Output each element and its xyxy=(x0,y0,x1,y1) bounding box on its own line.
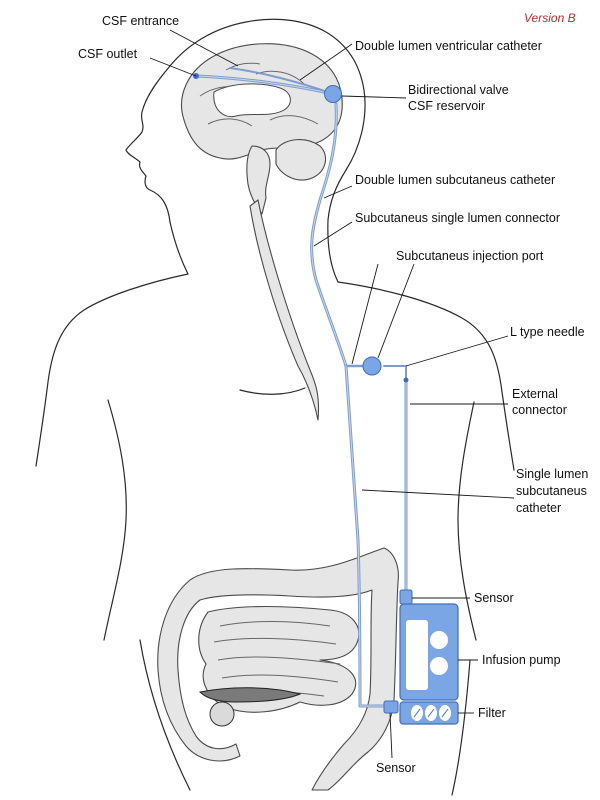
sensor-bottom xyxy=(383,700,399,714)
label-needle: L type needle xyxy=(510,325,585,339)
leader-csf-entrance xyxy=(169,29,239,67)
chest-line xyxy=(239,387,306,395)
version-label: Version B xyxy=(524,11,576,25)
catheter-system xyxy=(193,67,408,708)
spinal-cord xyxy=(249,199,320,421)
large-intestine xyxy=(157,547,399,791)
label-single-lumen-connector: Subcutaneus single lumen connector xyxy=(355,211,560,225)
subcutaneus-catheter-inner xyxy=(311,103,347,367)
label-filter: Filter xyxy=(478,706,506,720)
labels: Version B CSF entrance CSF outlet Double… xyxy=(78,11,588,775)
sensor-top xyxy=(399,589,413,605)
label-csf-outlet: CSF outlet xyxy=(78,47,138,61)
brain-folds xyxy=(199,62,319,127)
label-valve-line1: Bidirectional valve xyxy=(408,83,509,97)
hip-line-left xyxy=(139,639,191,791)
appendix-region xyxy=(209,701,235,727)
brainstem xyxy=(246,145,271,215)
leader-injection-port-1 xyxy=(351,263,379,365)
leader-ventricular-catheter xyxy=(299,43,353,81)
label-external-connector-line1: External xyxy=(512,387,558,401)
right-torso-side xyxy=(457,401,477,641)
single-lumen-catheter-inner xyxy=(345,365,397,707)
ventricular-catheter-entrance xyxy=(229,67,334,95)
leader-single-lumen-connector xyxy=(313,221,353,247)
hip-line-right xyxy=(451,659,471,796)
ventricular-catheter-inner xyxy=(195,75,334,95)
left-shoulder-outline xyxy=(35,273,189,467)
leader-injection-port-2 xyxy=(377,263,415,359)
small-intestine xyxy=(198,605,360,713)
leader-single-lumen xyxy=(361,489,515,499)
label-single-lumen-line1: Single lumen xyxy=(516,467,588,481)
leader-csf-outlet xyxy=(149,57,197,77)
small-intestine-folds xyxy=(213,621,341,697)
leader-lines xyxy=(149,29,515,759)
ventricle xyxy=(213,83,291,118)
injection-port xyxy=(362,356,382,376)
label-sensor-top: Sensor xyxy=(474,591,514,605)
right-shoulder-outline xyxy=(337,281,515,471)
label-sensor-bottom: Sensor xyxy=(376,761,416,775)
label-infusion-pump: Infusion pump xyxy=(482,653,561,667)
leader-subcutaneus-catheter xyxy=(323,185,353,199)
external-connector xyxy=(403,377,409,383)
left-torso-side xyxy=(103,399,127,641)
leader-valve xyxy=(341,95,407,99)
devices xyxy=(324,85,459,725)
label-single-lumen-line3: catheter xyxy=(516,501,561,515)
pump-button-top xyxy=(430,631,448,649)
label-single-lumen-line2: subcutaneus xyxy=(516,484,587,498)
pump-button-bottom xyxy=(430,657,448,675)
label-csf-entrance: CSF entrance xyxy=(102,14,179,28)
pump-screen xyxy=(406,620,428,690)
leader-sensor-bottom xyxy=(389,712,393,759)
valve-reservoir xyxy=(324,85,342,103)
brain xyxy=(181,43,343,421)
label-valve-line2: CSF reservoir xyxy=(408,99,485,113)
needle-line xyxy=(383,365,407,381)
label-injection-port: Subcutaneus injection port xyxy=(396,249,544,263)
label-external-connector-line2: connector xyxy=(512,403,567,417)
label-subcutaneus-catheter: Double lumen subcutaneus catheter xyxy=(355,173,555,187)
filter-hatches xyxy=(413,708,449,718)
leader-needle xyxy=(405,335,509,367)
neck-outline xyxy=(169,221,189,275)
intestines xyxy=(157,547,399,791)
label-ventricular-catheter: Double lumen ventricular catheter xyxy=(355,39,542,53)
rectum xyxy=(198,687,302,703)
cerebellum xyxy=(275,139,327,181)
